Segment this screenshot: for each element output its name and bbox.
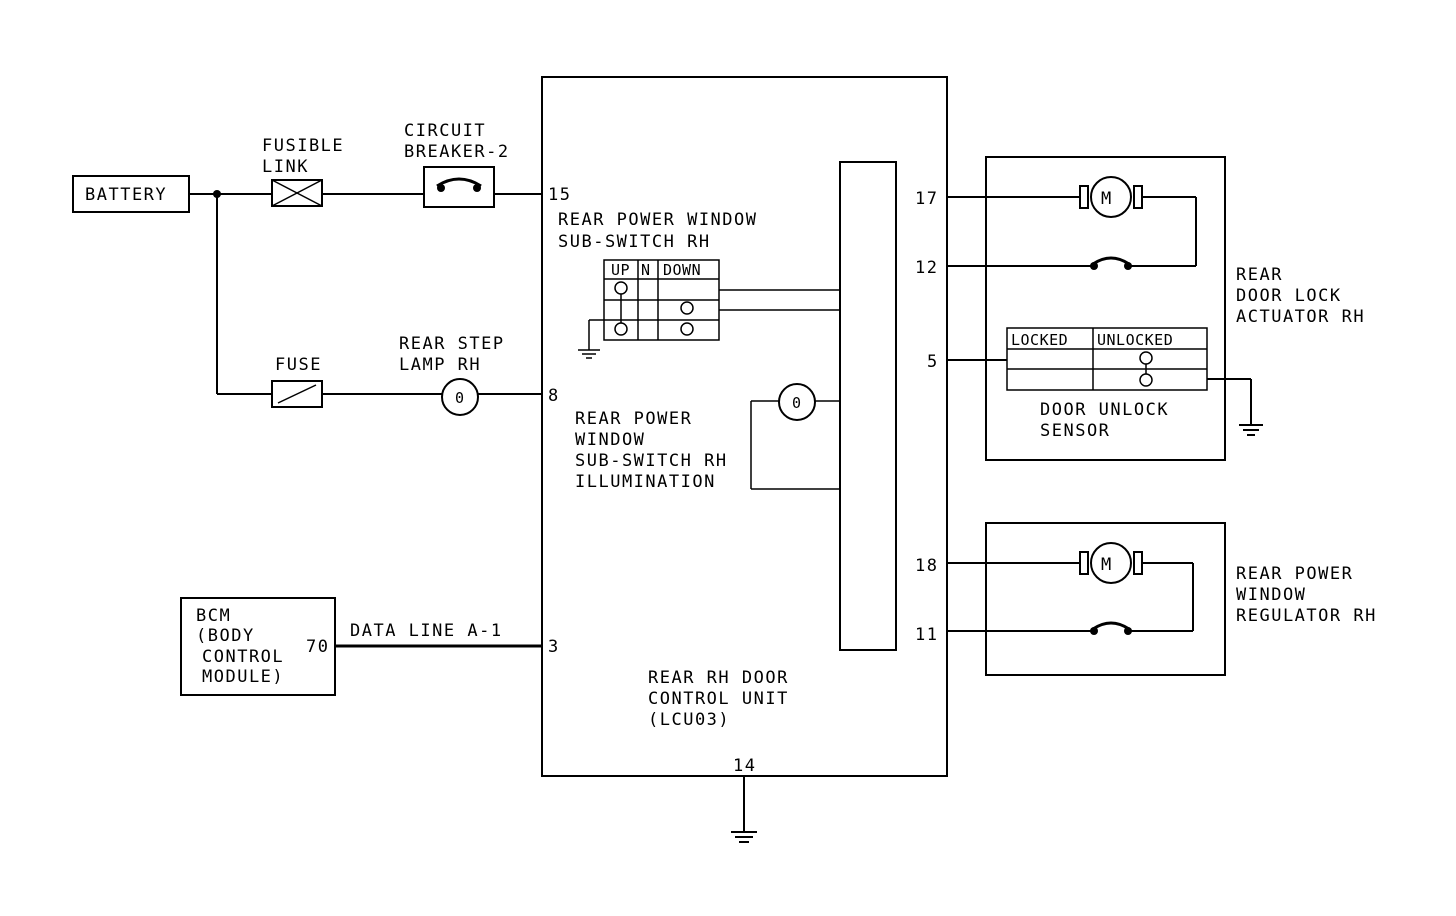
svg-text:(BODY: (BODY <box>196 626 255 646</box>
svg-text:REAR POWER: REAR POWER <box>1236 564 1353 584</box>
control-unit: REAR RH DOOR CONTROL UNIT (LCU03) 14 <box>541 76 948 777</box>
svg-text:DATA LINE A-1: DATA LINE A-1 <box>350 621 503 641</box>
svg-text:WINDOW: WINDOW <box>1236 585 1306 605</box>
terminal-14: 14 <box>733 756 756 776</box>
fusible-link: FUSIBLE LINK <box>262 136 344 207</box>
door-lock-actuator: M REAR DOOR LOCK ACTUATOR RH <box>947 156 1365 461</box>
circuit-breaker: CIRCUIT BREAKER-2 <box>404 121 510 208</box>
svg-text:CONTROL: CONTROL <box>202 647 284 667</box>
svg-text:WINDOW: WINDOW <box>575 430 645 450</box>
battery: BATTERY <box>72 175 190 213</box>
fuse: FUSE <box>271 355 323 408</box>
terminal-70: 70 <box>306 637 329 657</box>
terminal-15: 15 <box>548 185 571 205</box>
terminal-17: 17 <box>915 189 938 209</box>
svg-text:REAR RH DOOR: REAR RH DOOR <box>648 668 789 688</box>
terminal-12: 12 <box>915 258 938 278</box>
svg-text:0: 0 <box>792 394 802 412</box>
svg-text:REGULATOR RH: REGULATOR RH <box>1236 606 1377 626</box>
svg-text:BREAKER-2: BREAKER-2 <box>404 142 510 162</box>
svg-text:(LCU03): (LCU03) <box>648 710 730 730</box>
svg-text:REAR POWER: REAR POWER <box>575 409 692 429</box>
svg-text:FUSIBLE: FUSIBLE <box>262 136 344 156</box>
rear-step-lamp: 0 REAR STEP LAMP RH <box>399 334 505 416</box>
terminal-18: 18 <box>915 556 938 576</box>
terminal-11: 11 <box>915 625 938 645</box>
terminal-3: 3 <box>548 637 560 657</box>
svg-text:BATTERY: BATTERY <box>85 185 167 205</box>
svg-text:DOOR LOCK: DOOR LOCK <box>1236 286 1342 306</box>
illumination: REAR POWER WINDOW SUB-SWITCH RH ILLUMINA… <box>575 383 840 492</box>
terminal-5: 5 <box>927 352 939 372</box>
svg-text:LAMP RH: LAMP RH <box>399 355 481 375</box>
svg-text:M: M <box>1101 189 1113 209</box>
svg-text:SUB-SWITCH RH: SUB-SWITCH RH <box>575 451 728 471</box>
window-regulator: M REAR POWER WINDOW REGULATOR RH <box>947 522 1377 676</box>
svg-text:BCM: BCM <box>196 606 231 626</box>
ground-unit <box>731 776 757 843</box>
svg-text:SENSOR: SENSOR <box>1040 421 1110 441</box>
svg-text:DOOR UNLOCK: DOOR UNLOCK <box>1040 400 1169 420</box>
bcm: BCM (BODY CONTROL MODULE) 70 <box>180 597 336 696</box>
svg-text:SUB-SWITCH RH: SUB-SWITCH RH <box>558 232 711 252</box>
data-line: DATA LINE A-1 <box>335 621 542 648</box>
svg-text:CONTROL UNIT: CONTROL UNIT <box>648 689 789 709</box>
svg-text:ACTUATOR RH: ACTUATOR RH <box>1236 307 1365 327</box>
svg-text:MODULE): MODULE) <box>202 667 284 687</box>
header-down: DOWN <box>663 261 701 279</box>
svg-text:REAR POWER WINDOW: REAR POWER WINDOW <box>558 210 758 230</box>
svg-text:REAR STEP: REAR STEP <box>399 334 505 354</box>
svg-text:M: M <box>1101 555 1113 575</box>
battery-wires <box>189 190 272 395</box>
svg-text:LINK: LINK <box>262 157 309 177</box>
terminal-8: 8 <box>548 386 560 406</box>
door-unlock-sensor: LOCKED UNLOCKED DOOR UNLOCK SENSOR <box>947 327 1263 441</box>
header-unlocked: UNLOCKED <box>1097 331 1173 349</box>
svg-text:0: 0 <box>455 389 465 407</box>
svg-text:FUSE: FUSE <box>275 355 322 375</box>
header-up: UP <box>611 261 630 279</box>
header-locked: LOCKED <box>1011 331 1068 349</box>
sub-switch: REAR POWER WINDOW SUB-SWITCH RH UP N DOW… <box>558 210 840 359</box>
svg-text:REAR: REAR <box>1236 265 1283 285</box>
header-n: N <box>641 261 651 279</box>
svg-text:ILLUMINATION: ILLUMINATION <box>575 472 716 492</box>
svg-text:CIRCUIT: CIRCUIT <box>404 121 486 141</box>
